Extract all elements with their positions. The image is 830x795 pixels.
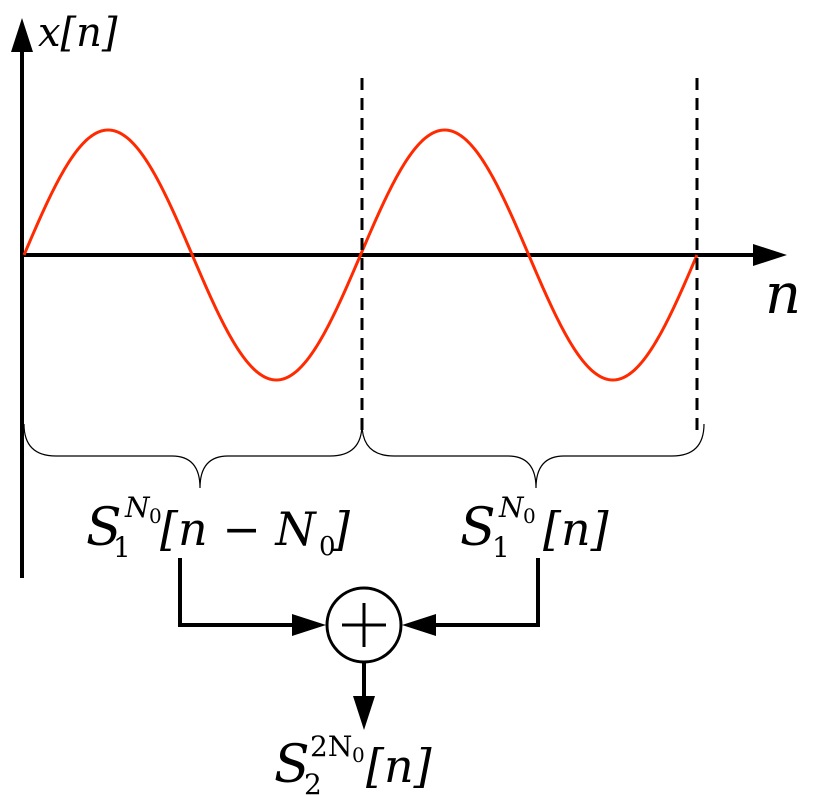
left-segment-label: S 1 N 0 [n − N 0 ] [86,491,350,564]
svg-text:]: ] [331,502,350,556]
output-label: S 2 2N 0 [n] [274,730,432,795]
x-axis-label: n [765,262,801,327]
y-axis-arrowhead [11,18,33,52]
svg-text:[n]: [n] [366,739,432,793]
right-segment-label: S 1 N 0 [n] [460,491,609,564]
svg-text:S: S [86,498,122,558]
adder-symbol: + [0,0,1,1]
svg-text:1: 1 [113,531,131,564]
svg-text:1: 1 [492,531,510,564]
svg-text:N: N [498,491,525,524]
left-input-arrowhead [292,614,326,636]
x-axis-arrowhead [753,244,787,266]
svg-text:S: S [460,498,496,558]
adder-node: + [0,0,403,664]
svg-text:2N: 2N [310,730,352,763]
svg-text:S: S [274,735,310,795]
sine-waveform [22,128,699,382]
svg-text:0: 0 [523,504,536,528]
left-brace [23,423,363,489]
svg-text:0: 0 [149,504,162,528]
svg-text:0: 0 [319,532,336,562]
right-brace [361,423,705,489]
svg-text:[n − N: [n − N [160,502,317,556]
output-arrowhead [353,696,375,730]
svg-text:0: 0 [352,743,365,767]
right-input-arrowhead [402,614,436,636]
left-input-line [178,558,319,630]
svg-text:[n]: [n] [543,502,609,556]
right-input-line [409,558,540,630]
y-axis-label: x[n] [38,10,118,56]
svg-text:N: N [124,491,151,524]
svg-text:2: 2 [304,768,322,795]
